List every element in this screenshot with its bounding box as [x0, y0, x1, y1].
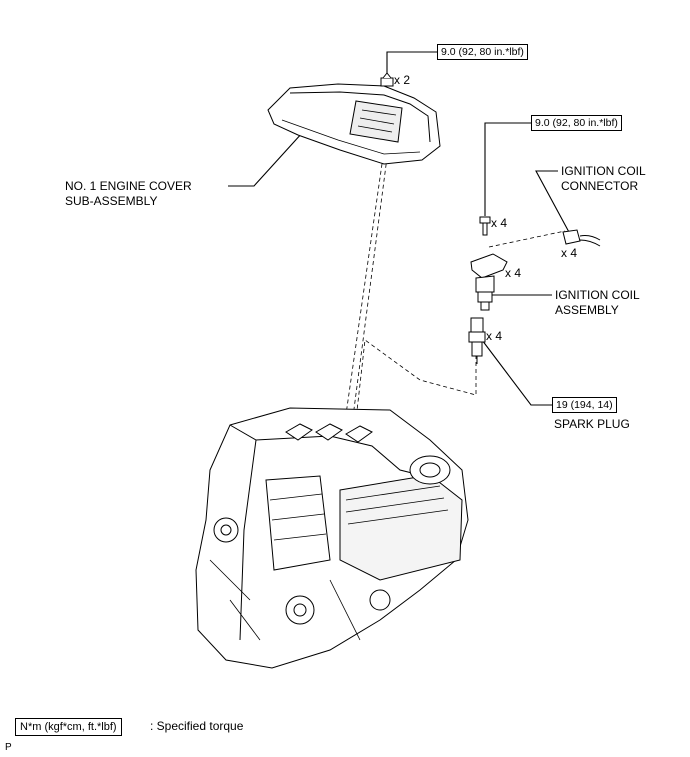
nut-quantity: x 2 — [394, 73, 411, 87]
coil-bolt-torque-box: 9.0 (92, 80 in.*lbf) — [531, 115, 622, 131]
connector-label-line2: CONNECTOR — [561, 179, 639, 193]
ignition-coil-icon — [470, 253, 508, 311]
coil-assembly-label: IGNITION COIL ASSEMBLY — [555, 288, 640, 318]
engine-cover-label-line1: NO. 1 ENGINE COVER — [65, 179, 192, 193]
plug-quantity: x 4 — [486, 329, 503, 343]
engine-cover-leader — [228, 131, 304, 187]
legend-torque-box: N*m (kgf*cm, ft.*lbf) — [15, 718, 122, 736]
coil-assembly-label-line1: IGNITION COIL — [555, 288, 640, 302]
spark-plug-label: SPARK PLUG — [554, 417, 630, 431]
engine-cover-label: NO. 1 ENGINE COVER SUB-ASSEMBLY — [65, 179, 192, 209]
coil-bolt-torque-leader — [484, 122, 531, 216]
footer-code: P — [5, 742, 12, 753]
legend-description: : Specified torque — [150, 719, 244, 733]
coil-bolt-icon — [479, 216, 491, 236]
coil-bolt-quantity: x 4 — [491, 216, 508, 230]
connector-leader — [535, 170, 571, 235]
nut-torque-box: 9.0 (92, 80 in.*lbf) — [437, 44, 528, 60]
coil-assembly-label-line2: ASSEMBLY — [555, 303, 619, 317]
coil-quantity: x 4 — [505, 266, 522, 280]
coil-connector-icon — [562, 229, 601, 247]
connector-label-line1: IGNITION COIL — [561, 164, 646, 178]
nut-torque-leader — [386, 51, 437, 74]
leader-lines — [228, 51, 571, 406]
engine-cover-label-line2: SUB-ASSEMBLY — [65, 194, 158, 208]
connector-quantity: x 4 — [561, 246, 578, 260]
engine-illustration — [195, 407, 469, 669]
connector-label: IGNITION COIL CONNECTOR — [561, 164, 646, 194]
spark-plug-icon — [468, 317, 486, 364]
spark-plug-torque-box: 19 (194, 14) — [552, 397, 617, 413]
spark-plug-leader — [481, 339, 552, 406]
cover-nut-icon — [380, 72, 394, 87]
engine-cover-illustration — [267, 83, 441, 165]
